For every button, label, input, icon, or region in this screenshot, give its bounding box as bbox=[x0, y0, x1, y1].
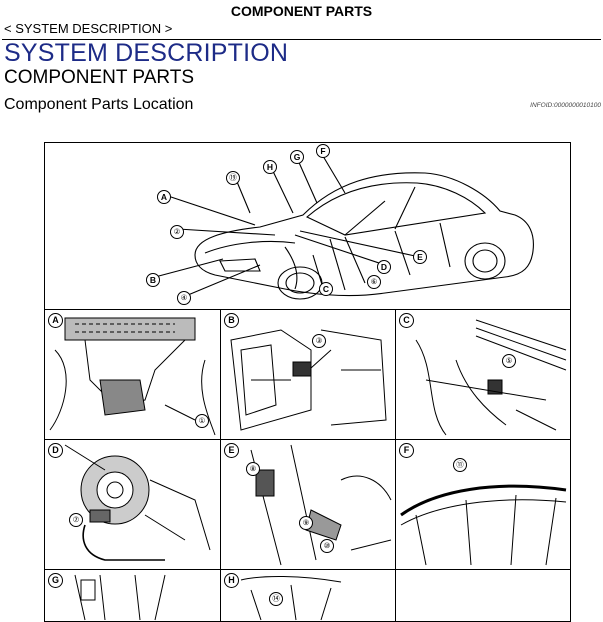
seat-belt-pretensioner-illustration bbox=[250, 444, 392, 566]
panel-letter-B: B bbox=[224, 313, 239, 328]
detail-panel-A: A ① bbox=[45, 310, 220, 439]
callout-5: ⑤ bbox=[502, 354, 516, 368]
sub-title: COMPONENT PARTS bbox=[4, 67, 195, 88]
panel-letter-G: G bbox=[48, 573, 63, 588]
page-header-title: COMPONENT PARTS bbox=[230, 3, 373, 19]
panel-g-illustration bbox=[74, 574, 166, 621]
panel-h-illustration bbox=[240, 575, 342, 621]
callout-10: ⑩ bbox=[320, 539, 334, 553]
callout-E: E bbox=[413, 250, 427, 264]
detail-panel-G: G bbox=[45, 570, 220, 621]
panel-letter-C: C bbox=[399, 313, 414, 328]
callout-D: D bbox=[377, 260, 391, 274]
callout-2: ② bbox=[170, 225, 184, 239]
car-overview-illustration bbox=[154, 150, 534, 300]
callout-3: ③ bbox=[312, 334, 326, 348]
callout-B: B bbox=[146, 273, 160, 287]
component-location-title: Component Parts Location bbox=[4, 96, 194, 113]
callout-14: ⑭ bbox=[269, 592, 283, 606]
callout-H: H bbox=[263, 160, 277, 174]
front-sensor-illustration bbox=[230, 329, 387, 431]
airbag-control-unit-illustration bbox=[49, 317, 216, 436]
overview-panel: A ② B ④ ⑲ H G F E D ⑥ C bbox=[45, 143, 570, 309]
panel-letter-A: A bbox=[48, 313, 63, 328]
curtain-airbag-illustration bbox=[400, 484, 567, 566]
grid-divider bbox=[395, 309, 396, 621]
callout-8: ⑧ bbox=[246, 462, 260, 476]
callout-F: F bbox=[316, 144, 330, 158]
detail-panel-C: C ⑤ bbox=[396, 310, 570, 439]
callout-11: ⑪ bbox=[453, 458, 467, 472]
callout-A: A bbox=[157, 190, 171, 204]
info-id: INFOID:0000000010100 bbox=[530, 102, 601, 109]
detail-panel-F: F ⑪ bbox=[396, 440, 570, 569]
spiral-cable-illustration bbox=[64, 444, 211, 561]
detail-panel-B: B ③ bbox=[221, 310, 395, 439]
side-sensor-illustration bbox=[415, 319, 567, 436]
callout-4: ④ bbox=[177, 291, 191, 305]
panel-letter-E: E bbox=[224, 443, 239, 458]
grid-divider bbox=[45, 439, 570, 440]
grid-divider bbox=[220, 309, 221, 621]
detail-panel-H: H ⑭ bbox=[221, 570, 395, 621]
detail-panel-E: E ⑧ ⑨ ⑩ bbox=[221, 440, 395, 569]
callout-1: ① bbox=[195, 414, 209, 428]
grid-divider bbox=[45, 309, 570, 310]
header-divider bbox=[2, 39, 601, 40]
callout-6: ⑥ bbox=[367, 275, 381, 289]
breadcrumb: < SYSTEM DESCRIPTION > bbox=[4, 21, 173, 36]
panel-letter-H: H bbox=[224, 573, 239, 588]
callout-9: ⑨ bbox=[299, 516, 313, 530]
callout-7: ⑦ bbox=[69, 513, 83, 527]
grid-divider bbox=[45, 569, 570, 570]
section-title: SYSTEM DESCRIPTION bbox=[4, 39, 289, 67]
callout-19: ⑲ bbox=[226, 171, 240, 185]
component-location-figure: A ② B ④ ⑲ H G F E D ⑥ C A ① bbox=[44, 142, 571, 622]
callout-G: G bbox=[290, 150, 304, 164]
panel-letter-F: F bbox=[399, 443, 414, 458]
callout-C: C bbox=[319, 282, 333, 296]
panel-letter-D: D bbox=[48, 443, 63, 458]
detail-panel-D: D ⑦ bbox=[45, 440, 220, 569]
empty-panel bbox=[396, 570, 570, 621]
